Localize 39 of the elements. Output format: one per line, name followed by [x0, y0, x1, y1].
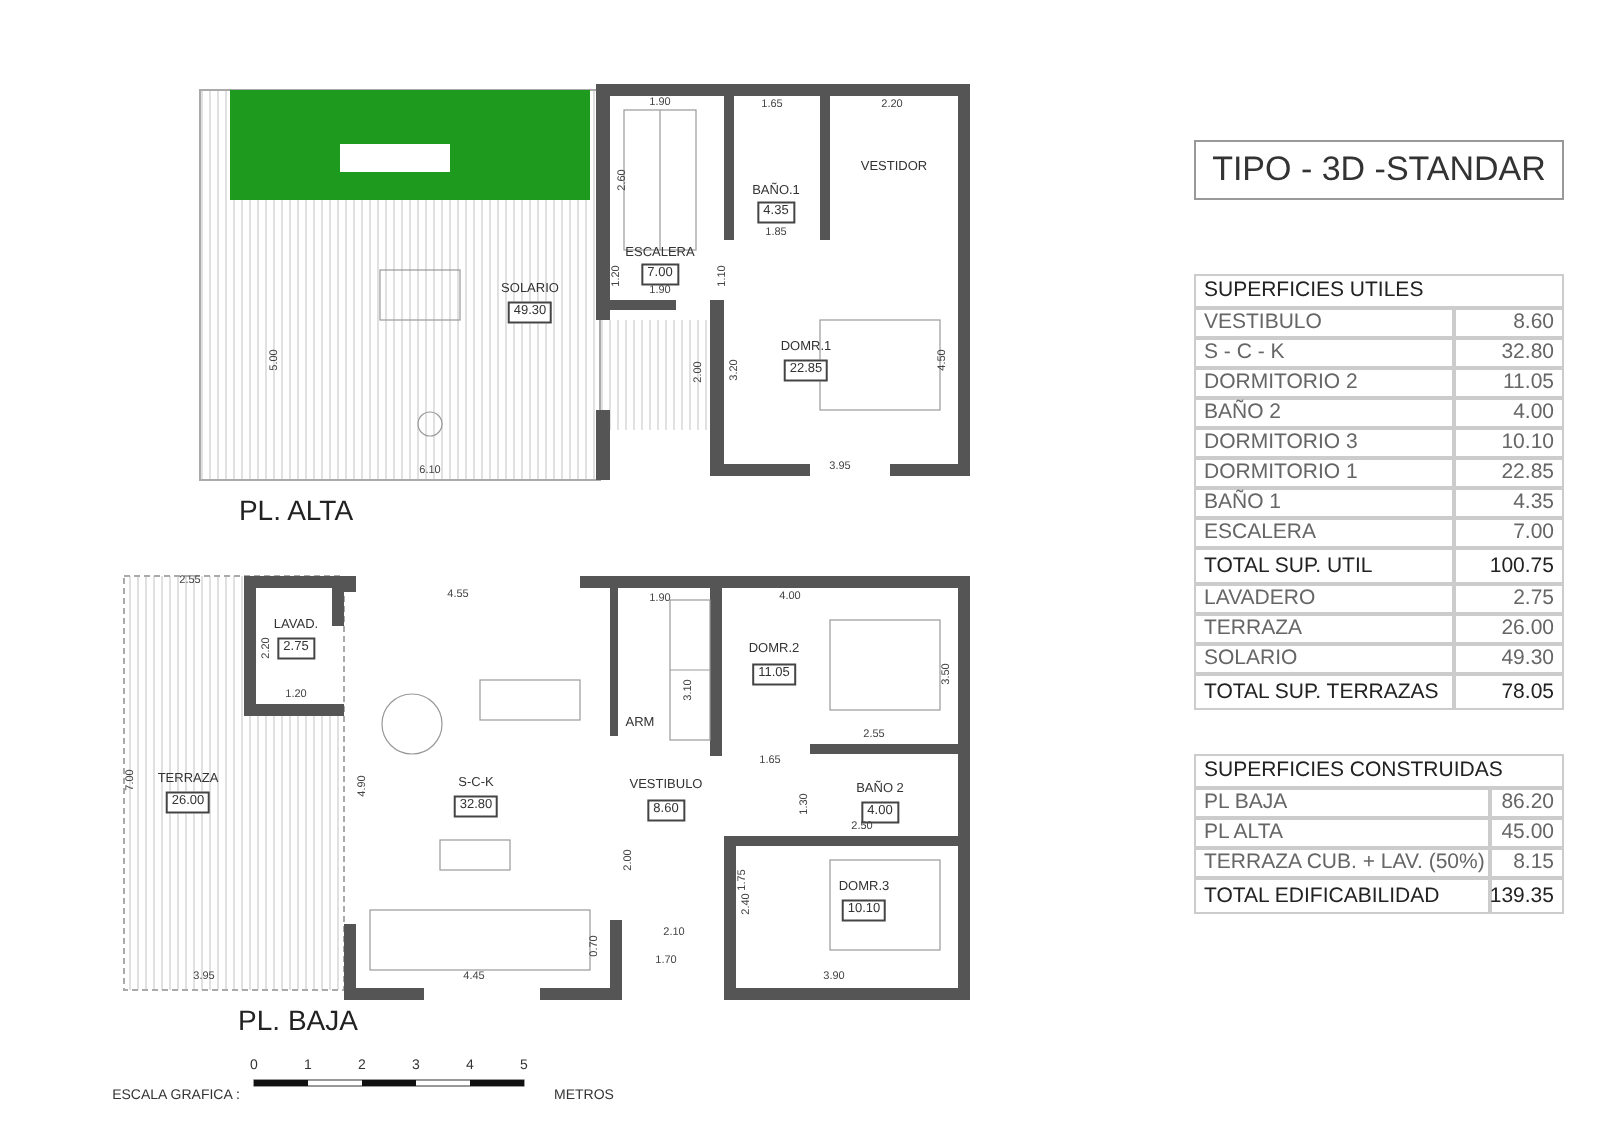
area-value: 86.20: [1490, 788, 1564, 818]
surface-label: ESCALERA: [1194, 518, 1454, 548]
area-value: 7.00: [1454, 518, 1564, 548]
area-value: 11.05: [1454, 368, 1564, 398]
area-value: 4.35: [1454, 488, 1564, 518]
surface-label: DORMITORIO 3: [1194, 428, 1454, 458]
table-heading: SUPERFICIES CONSTRUIDAS: [1194, 754, 1564, 788]
area-value: 26.00: [1454, 614, 1564, 644]
plan-title: PL. ALTA: [238, 496, 354, 524]
area-value: 4.00: [1454, 398, 1564, 428]
surface-label: LAVADERO: [1194, 584, 1454, 614]
area-value: 10.10: [1454, 428, 1564, 458]
area-value: 32.80: [1454, 338, 1564, 368]
total-value: 139.35: [1490, 878, 1564, 914]
area-value: 45.00: [1490, 818, 1564, 848]
total-value: 78.05: [1454, 674, 1564, 710]
total-label: TOTAL SUP. TERRAZAS: [1194, 674, 1454, 710]
surface-label: PL BAJA: [1194, 788, 1490, 818]
total-label: TOTAL EDIFICABILIDAD: [1194, 878, 1490, 914]
surface-label: DORMITORIO 1: [1194, 458, 1454, 488]
plan-type-title: TIPO - 3D -STANDAR: [1194, 140, 1564, 200]
surface-label: BAÑO 1: [1194, 488, 1454, 518]
area-value: 49.30: [1454, 644, 1564, 674]
surface-label: BAÑO 2: [1194, 398, 1454, 428]
surface-label: S - C - K: [1194, 338, 1454, 368]
table-heading: SUPERFICIES UTILES: [1194, 274, 1564, 308]
plan-title: PL. BAJA: [238, 1006, 358, 1034]
area-value: 8.60: [1454, 308, 1564, 338]
surface-label: SOLARIO: [1194, 644, 1454, 674]
total-label: TOTAL SUP. UTIL: [1194, 548, 1454, 584]
area-value: 2.75: [1454, 584, 1564, 614]
area-value: 8.15: [1490, 848, 1564, 878]
total-value: 100.75: [1454, 548, 1564, 584]
surface-label: TERRAZA: [1194, 614, 1454, 644]
area-value: 22.85: [1454, 458, 1564, 488]
surface-label: DORMITORIO 2: [1194, 368, 1454, 398]
surface-label: PL ALTA: [1194, 818, 1490, 848]
surface-label: TERRAZA CUB. + LAV. (50%): [1194, 848, 1490, 878]
surface-label: VESTIBULO: [1194, 308, 1454, 338]
